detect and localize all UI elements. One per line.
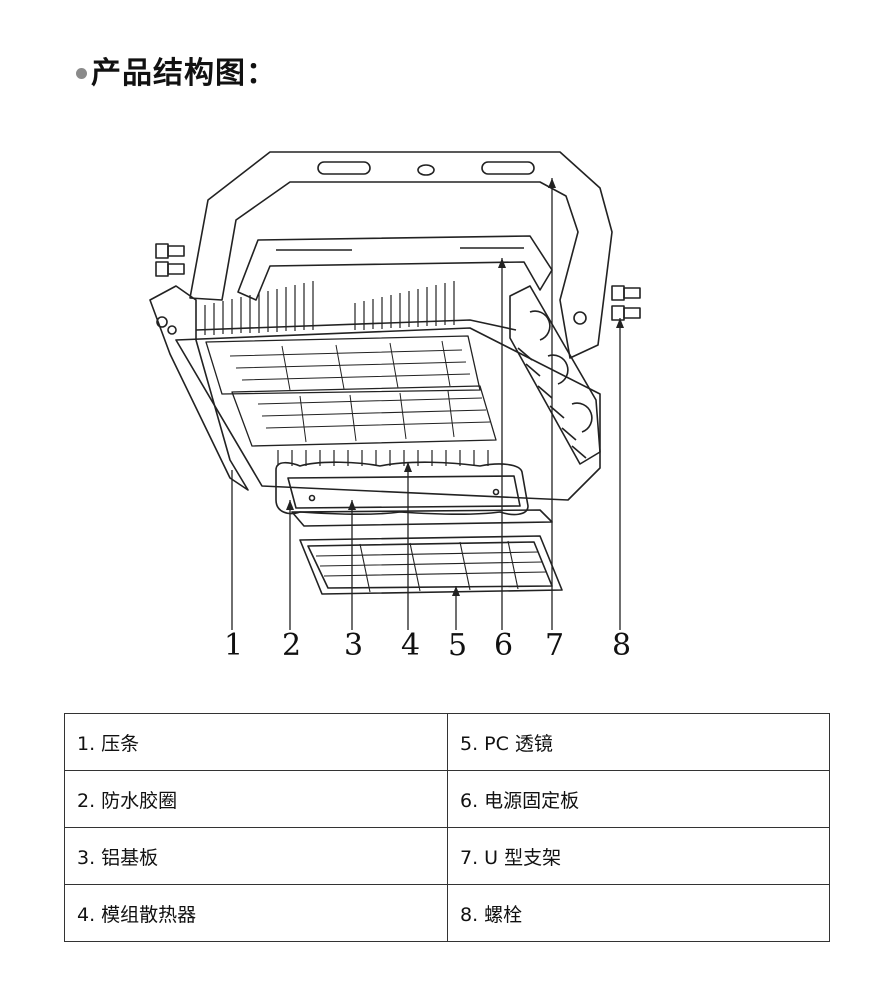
led-modules-drawing — [205, 335, 497, 447]
table-row: 1. 压条 5. PC 透镜 — [64, 713, 830, 771]
parts-legend-table: 1. 压条 5. PC 透镜 2. 防水胶圈 6. 电源固定板 3. 铝基板 7… — [64, 713, 830, 942]
callout-2: 2 — [282, 628, 302, 663]
callout-5: 5 — [448, 628, 468, 663]
legend-cell: 6. 电源固定板 — [447, 770, 830, 828]
u-bracket-drawing — [189, 151, 613, 359]
gasket-and-board-drawing — [275, 461, 553, 527]
exploded-view-drawing — [149, 151, 641, 630]
legend-cell: 1. 压条 — [64, 713, 448, 771]
leader-arrowheads — [286, 178, 624, 596]
table-row: 3. 铝基板 7. U 型支架 — [64, 827, 830, 885]
pc-lens-drawing — [299, 535, 563, 595]
legend-cell: 7. U 型支架 — [447, 827, 830, 885]
right-bolts-drawing — [611, 285, 641, 321]
bullet-icon — [76, 67, 87, 79]
left-bolts-drawing — [155, 243, 185, 277]
legend-cell: 8. 螺栓 — [447, 884, 830, 942]
table-row: 4. 模组散热器 8. 螺栓 — [64, 884, 830, 942]
legend-cell: 3. 铝基板 — [64, 827, 448, 885]
legend-cell: 2. 防水胶圈 — [64, 770, 448, 828]
callout-8: 8 — [612, 628, 632, 663]
callout-3: 3 — [344, 628, 364, 663]
heatsink-housing-drawing — [149, 281, 601, 501]
legend-cell: 5. PC 透镜 — [447, 713, 830, 771]
page-title-text: 产品结构图： — [91, 56, 277, 91]
callout-1: 1 — [224, 628, 244, 663]
callout-7: 7 — [545, 628, 565, 663]
power-plate-drawing — [237, 235, 553, 301]
page-title: 产品结构图： — [76, 48, 277, 92]
callout-4: 4 — [401, 628, 421, 663]
legend-cell: 4. 模组散热器 — [64, 884, 448, 942]
leader-lines — [231, 178, 621, 630]
table-row: 2. 防水胶圈 6. 电源固定板 — [64, 770, 830, 828]
callout-6: 6 — [494, 628, 514, 663]
